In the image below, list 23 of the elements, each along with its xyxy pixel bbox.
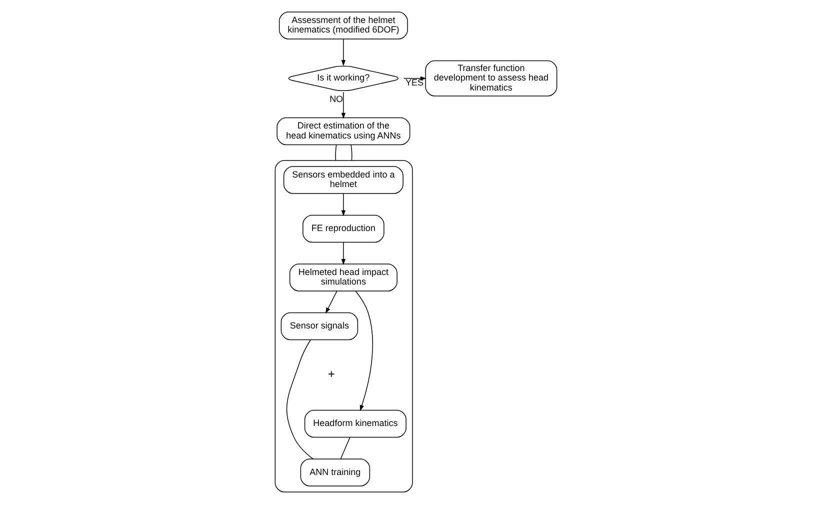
arrow — [354, 290, 373, 411]
arrow — [340, 91, 346, 118]
arrow — [340, 192, 346, 216]
arrow — [340, 38, 346, 66]
arrow — [340, 242, 346, 264]
node-box: Direct estimation of the head kinematics using ANNs — [276, 116, 410, 145]
connector — [350, 144, 352, 160]
arrow — [324, 290, 337, 314]
connector — [334, 144, 336, 160]
node-box: ANN training — [300, 458, 370, 486]
node-box: Helmeted head impact simulations — [288, 263, 397, 291]
node-box: Sensor signals — [280, 312, 358, 340]
node-box: FE reproduction — [302, 214, 384, 242]
connector — [340, 436, 350, 459]
node-box: Headform kinematics — [304, 409, 406, 438]
connector — [286, 339, 313, 459]
node-box: Assessment of the helmet kinematics (modified 6DOF) — [278, 11, 408, 39]
node-box: Sensors embedded into a helmet — [282, 166, 403, 194]
node-box: Transfer function development to assess head kinematics — [424, 60, 557, 96]
edge-label: NO — [329, 94, 343, 104]
edge-label: YES — [405, 77, 424, 88]
cluster — [274, 160, 412, 492]
label: + — [327, 366, 334, 380]
